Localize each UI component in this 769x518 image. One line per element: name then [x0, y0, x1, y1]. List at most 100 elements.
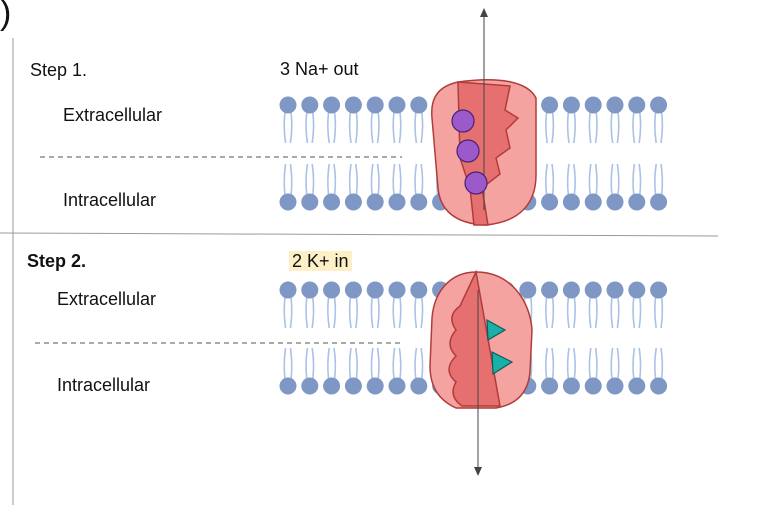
lipid-head-inner-step1: [410, 193, 428, 211]
lipid-tail-outer-step2: [660, 296, 664, 329]
lipid-tail-outer-step2: [545, 296, 548, 329]
lipid-tail-inner-step1: [376, 163, 380, 196]
lipid-tail-inner-step1: [573, 163, 576, 196]
lipid-head-outer-step1: [344, 96, 362, 114]
sodium-ion-2: [456, 139, 480, 163]
lipid-tail-outer-step1: [327, 111, 330, 144]
lipid-tail-inner-step2: [594, 347, 598, 380]
lipid-head-inner-step2: [541, 377, 559, 395]
lipid-head-outer-step1: [650, 96, 668, 114]
lipid-head-outer-step2: [562, 281, 580, 299]
lipid-head-outer-step1: [279, 96, 297, 114]
lipid-head-inner-step1: [301, 193, 319, 211]
lipid-tail-inner-step1: [588, 163, 592, 196]
step2-extracellular-label: Extracellular: [57, 289, 157, 309]
lipid-head-outer-step2: [606, 281, 624, 299]
lipid-head-inner-step1: [628, 193, 646, 211]
lipid-tail-inner-step1: [289, 163, 293, 196]
step1-intracellular-label: Intracellular: [63, 190, 157, 210]
lipid-head-inner-step2: [562, 377, 580, 395]
lipid-head-inner-step1: [541, 193, 559, 211]
lipid-tail-inner-step1: [333, 163, 337, 196]
lipid-tail-outer-step2: [588, 296, 592, 329]
arrow-head-down: [474, 467, 482, 476]
lipid-tail-outer-step1: [392, 111, 396, 144]
lipid-head-outer-step1: [366, 96, 384, 114]
lipid-tail-outer-step2: [594, 296, 598, 329]
lipid-tail-outer-step2: [632, 296, 636, 329]
lipid-tail-inner-step2: [588, 347, 592, 380]
lipid-tail-inner-step2: [289, 347, 293, 380]
lipid-head-inner-step2: [279, 377, 297, 395]
step-divider-line: [0, 232, 719, 237]
lipid-tail-inner-step1: [551, 163, 555, 196]
lipid-tail-inner-step2: [551, 347, 555, 380]
lipid-tail-inner-step2: [283, 347, 287, 380]
pump-protein-step2: [429, 269, 533, 476]
lipid-tail-outer-step2: [348, 296, 352, 329]
lipid-head-outer-step2: [388, 281, 406, 299]
lipid-tail-inner-step1: [566, 163, 570, 196]
pump-protein-step1: [431, 8, 537, 226]
lipid-tail-inner-step1: [545, 163, 548, 196]
sodium-ion-3: [464, 171, 488, 195]
lipid-tail-outer-step1: [283, 111, 287, 144]
step2-title: Step 2.: [27, 251, 87, 271]
lipid-head-outer-step1: [410, 96, 428, 114]
lipid-head-outer-step1: [584, 96, 602, 114]
lipid-tail-outer-step2: [370, 296, 374, 329]
lipid-head-outer-step2: [541, 281, 559, 299]
lipid-tail-inner-step2: [654, 347, 657, 380]
lipid-tail-inner-step2: [333, 347, 337, 380]
sodium-ion-1: [451, 109, 475, 133]
lipid-tail-inner-step1: [660, 163, 664, 196]
lipid-tail-inner-step2: [660, 347, 664, 380]
lipid-tail-inner-step2: [414, 347, 418, 380]
lipid-head-inner-step2: [301, 377, 319, 395]
lipid-head-outer-step2: [650, 281, 668, 299]
lipid-head-outer-step1: [562, 96, 580, 114]
lipid-tail-outer-step1: [594, 111, 598, 144]
lipid-tail-outer-step2: [638, 296, 642, 329]
step1-extracellular-label: Extracellular: [63, 105, 163, 125]
lipid-tail-outer-step1: [376, 111, 380, 144]
lipid-tail-inner-step1: [311, 163, 315, 196]
lipid-tail-inner-step2: [573, 347, 576, 380]
lipid-bilayer-step2: [279, 281, 668, 395]
lipid-head-outer-step2: [366, 281, 384, 299]
lipid-tail-inner-step1: [370, 163, 374, 196]
lipid-head-inner-step1: [584, 193, 602, 211]
lipid-head-inner-step1: [562, 193, 580, 211]
lipid-tail-outer-step1: [551, 111, 555, 144]
lipid-tail-outer-step1: [632, 111, 636, 144]
lipid-tail-inner-step2: [398, 347, 402, 380]
lipid-tail-inner-step1: [348, 163, 352, 196]
lipid-head-inner-step2: [650, 377, 668, 395]
lipid-tail-inner-step2: [545, 347, 548, 380]
lipid-tail-inner-step1: [327, 163, 330, 196]
lipid-tail-inner-step2: [610, 347, 614, 380]
lipid-tail-outer-step2: [616, 296, 620, 329]
lipid-tail-outer-step2: [610, 296, 614, 329]
lipid-head-inner-step1: [388, 193, 406, 211]
lipid-tail-outer-step1: [566, 111, 570, 144]
lipid-tail-inner-step2: [305, 347, 309, 380]
potassium-ion-2: [491, 351, 514, 376]
lipid-tail-outer-step2: [398, 296, 402, 329]
lipid-tail-inner-step2: [376, 347, 380, 380]
lipid-tail-outer-step1: [289, 111, 293, 144]
lipid-head-inner-step2: [323, 377, 341, 395]
potassium-ion-1: [486, 318, 507, 342]
lipid-tail-outer-step2: [355, 296, 358, 329]
lipid-head-outer-step2: [410, 281, 428, 299]
lipid-tail-inner-step1: [632, 163, 636, 196]
lipid-head-inner-step2: [584, 377, 602, 395]
lipid-tail-outer-step2: [420, 296, 424, 329]
lipid-tail-outer-step1: [333, 111, 337, 144]
lipid-head-outer-step1: [388, 96, 406, 114]
lipid-head-outer-step1: [628, 96, 646, 114]
pump-channel-step2: [448, 269, 501, 407]
lipid-tail-inner-step2: [311, 347, 315, 380]
lipid-tail-outer-step1: [398, 111, 402, 144]
